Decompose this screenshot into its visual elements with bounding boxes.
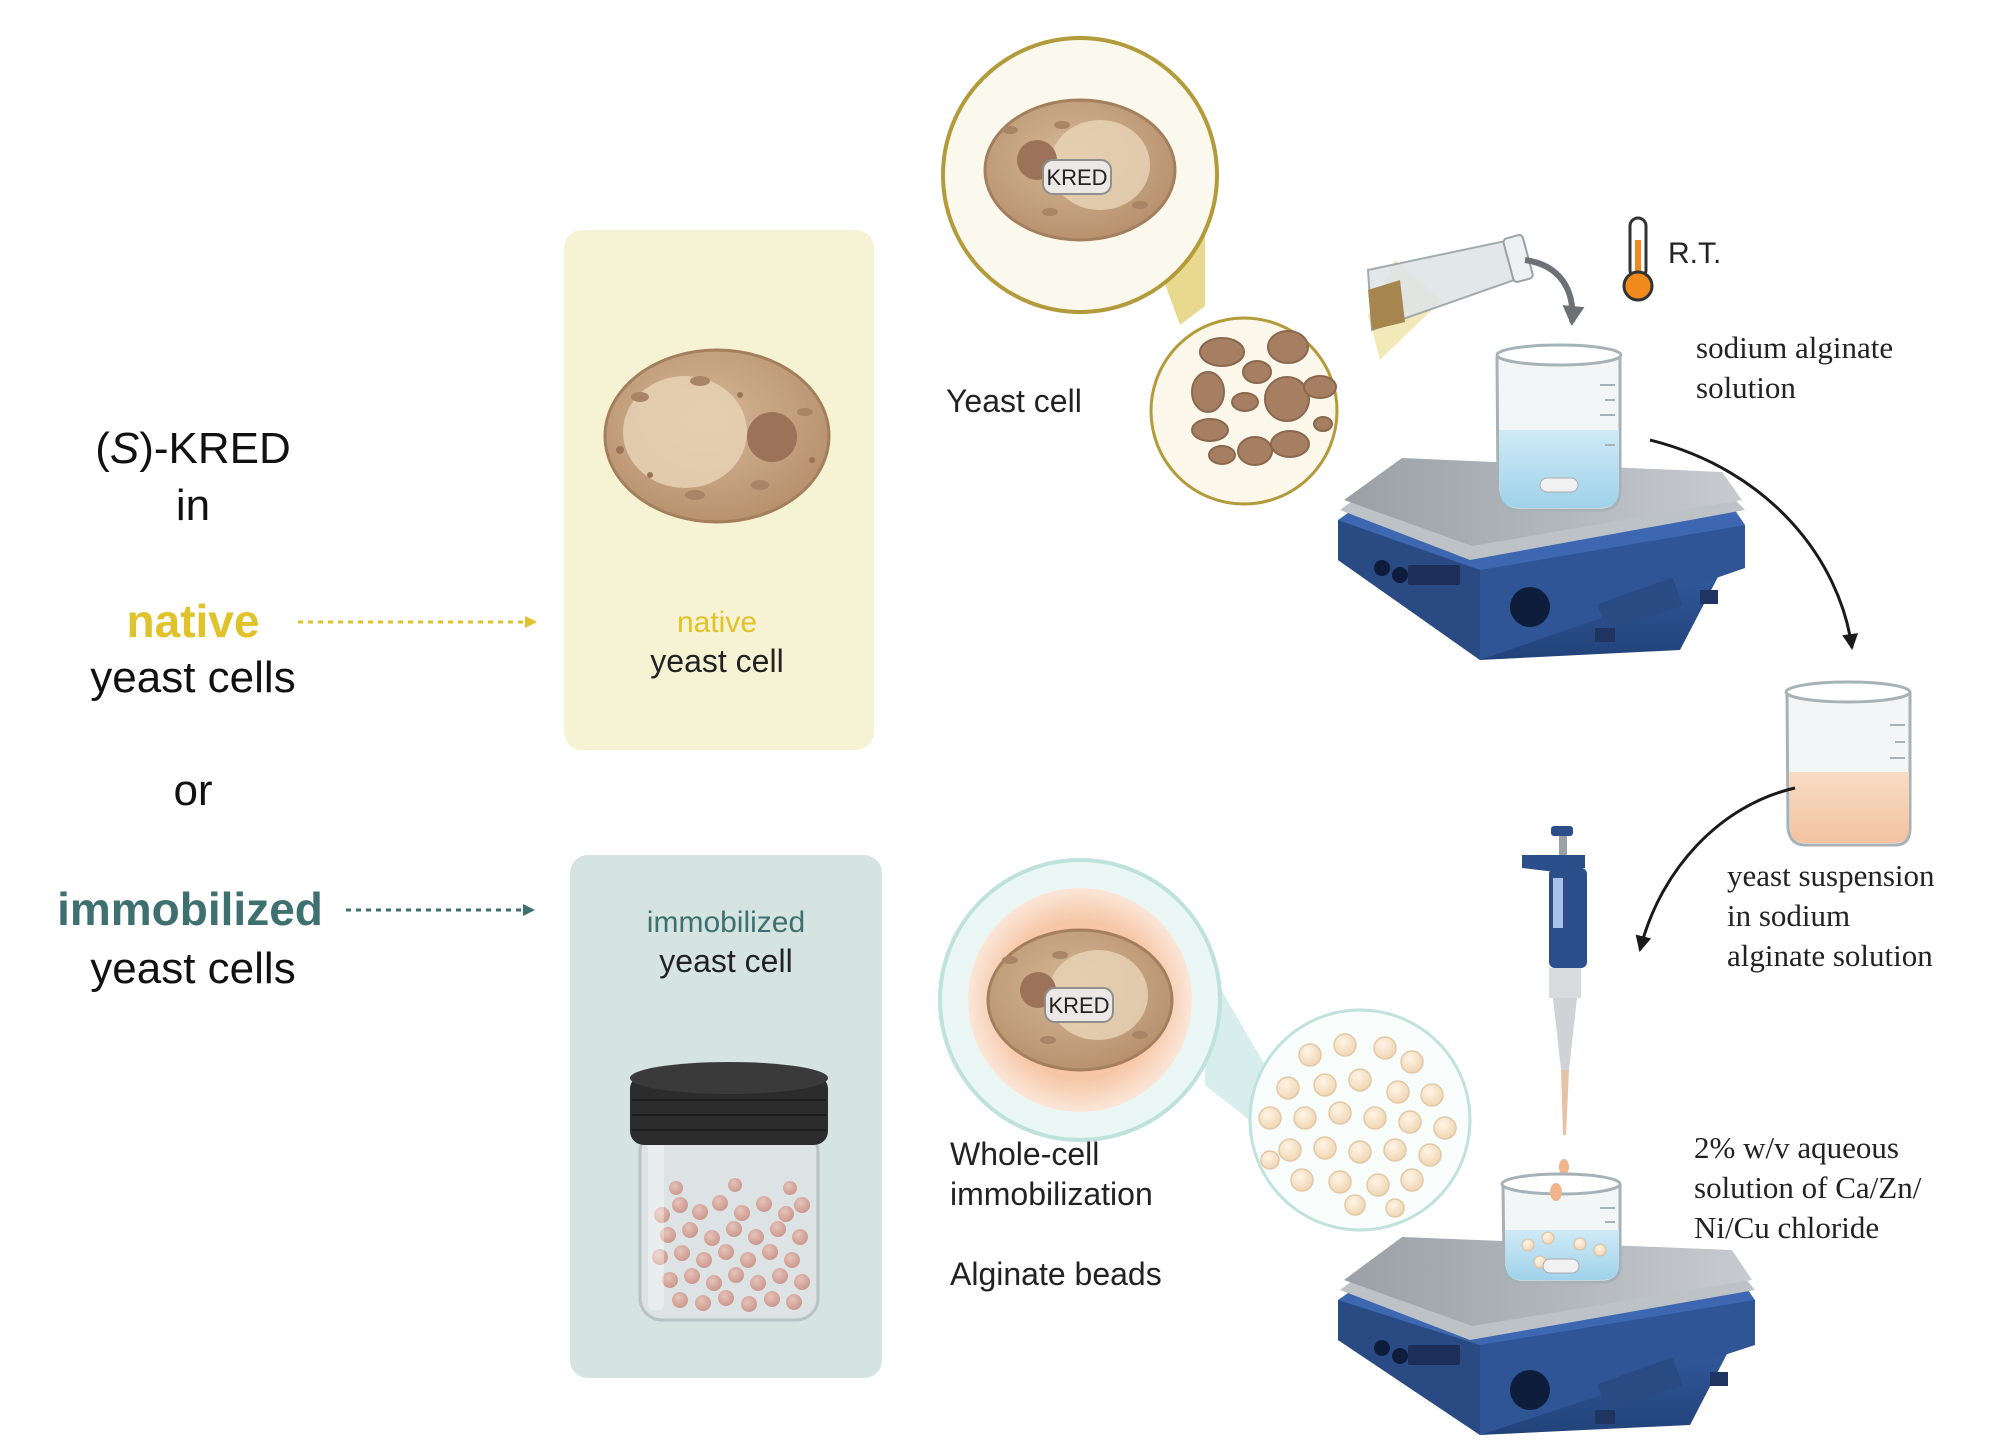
immobilized-card: immobilized yeast cell <box>570 855 882 1378</box>
magnetic-stirrer-icon <box>1338 458 1745 660</box>
native-card: native yeast cell <box>564 230 874 750</box>
pour-arrow <box>1524 257 1585 326</box>
left-column: (S)-KRED in native yeast cells or immobi… <box>57 424 537 993</box>
yeast-cell-label: Yeast cell <box>946 383 1082 419</box>
suspension-line1: yeast suspension <box>1727 858 1935 893</box>
flask-icon <box>1366 234 1534 332</box>
in-label: in <box>176 481 210 530</box>
thermometer-icon <box>1622 216 1654 302</box>
alginate-beads-icon <box>1258 1033 1457 1218</box>
beaker-icon <box>1500 1172 1622 1284</box>
native-label: native <box>127 595 260 647</box>
suspension-line2: in sodium <box>1727 898 1850 933</box>
kred-label: (S)-KRED <box>95 424 291 473</box>
chloride-line3: Ni/Cu chloride <box>1694 1210 1879 1245</box>
kred-badge <box>1044 987 1114 1023</box>
sodium-alginate-line2: solution <box>1696 370 1796 405</box>
native-card-subtitle: yeast cell <box>650 643 783 679</box>
immobilized-label: immobilized <box>57 883 323 935</box>
kred-badge-label: KRED <box>1048 993 1109 1018</box>
native-cells-label: yeast cells <box>90 653 295 702</box>
native-card-title: native <box>677 606 757 639</box>
bottom-zoom: KRED Whole-cell immobilization Alginate … <box>938 858 1472 1292</box>
immobilized-cells-label: yeast cells <box>90 944 295 993</box>
kred-badge-label: KRED <box>1046 165 1107 190</box>
chloride-line2: solution of Ca/Zn/ <box>1694 1170 1922 1205</box>
immobilization-line2: immobilization <box>950 1176 1153 1212</box>
process-arrow-2 <box>1635 786 1796 952</box>
beaker-icon <box>1495 343 1623 512</box>
suspension-line3: alginate solution <box>1727 938 1933 973</box>
process-arrow-1 <box>1649 438 1859 650</box>
or-label: or <box>173 766 212 815</box>
yeast-colony-icon <box>1191 330 1337 466</box>
immobilized-card-title: immobilized <box>647 906 805 939</box>
beads-label: Alginate beads <box>950 1256 1162 1292</box>
suspension-beaker-icon <box>1784 680 1912 847</box>
jar-icon <box>630 1062 828 1322</box>
chloride-line1: 2% w/v aqueous <box>1694 1130 1899 1165</box>
temperature-label: R.T. <box>1668 237 1721 270</box>
kred-badge <box>1042 159 1112 195</box>
sodium-alginate-line1: sodium alginate <box>1696 330 1893 365</box>
yeast-cell-icon <box>603 348 831 524</box>
immobilization-line1: Whole-cell <box>950 1136 1099 1172</box>
immobilized-card-subtitle: yeast cell <box>659 943 792 979</box>
pipette-icon <box>1522 826 1587 1175</box>
